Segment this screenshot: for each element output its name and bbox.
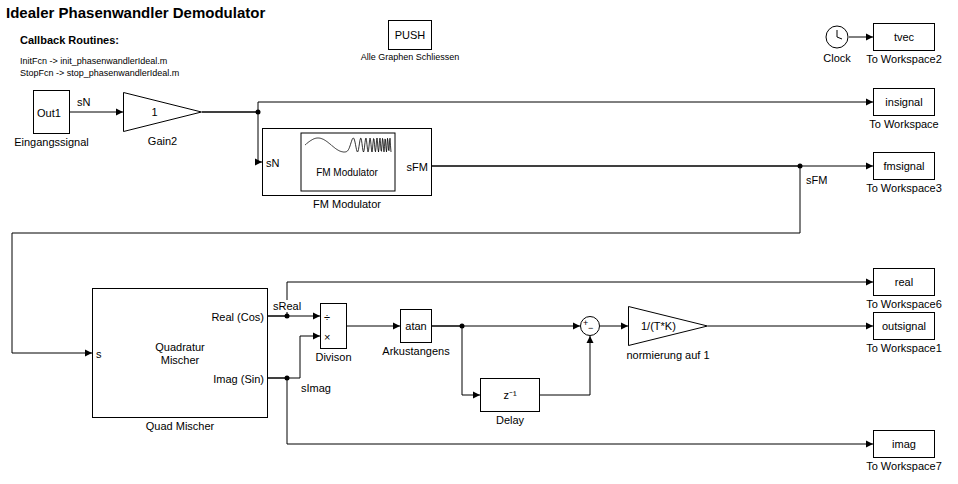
block-name: Clock xyxy=(823,52,851,65)
to-workspace-block: insignalTo Workspace xyxy=(873,88,935,116)
to-workspace-block: fmsignalTo Workspace3 xyxy=(873,152,935,180)
signal-name: sImag xyxy=(300,382,332,394)
block-name: Alle Graphen Schliessen xyxy=(361,52,460,62)
block-text: insignal xyxy=(885,96,922,109)
block-name: Eingangssignal xyxy=(14,136,89,149)
callback-note: InitFcn -> init_phasenwandlerIdeal.m xyxy=(20,56,167,66)
signal-line xyxy=(432,326,480,395)
block-name: To Workspace6 xyxy=(866,298,942,311)
to-workspace-block: imagTo Workspace7 xyxy=(873,430,935,458)
block-text: fmsignal xyxy=(884,160,925,173)
clock-block: Clock xyxy=(825,25,849,49)
block-name: To Workspace7 xyxy=(866,460,942,473)
block-text: z⁻¹ xyxy=(503,389,516,402)
block-text: 1 xyxy=(152,106,158,119)
block-text: + xyxy=(583,319,588,328)
block-name: Quad Mischer xyxy=(146,420,214,433)
block-text: outsignal xyxy=(882,320,926,333)
fm-modulator-block: sNFM ModulatorsFMFM Modulator xyxy=(262,128,432,196)
port-label: sFM xyxy=(407,161,428,174)
quadrature-mixer-block: sQuadratur MischerReal (Cos)Imag (Sin)Qu… xyxy=(92,288,268,418)
port-label: Real (Cos) xyxy=(211,311,264,324)
signal-name: sN xyxy=(76,96,91,108)
block-name: To Workspace2 xyxy=(866,53,942,66)
signal-line xyxy=(268,378,873,444)
block-text: imag xyxy=(892,438,916,451)
block-text: 1/(T*K) xyxy=(641,320,676,333)
sum-block: +− xyxy=(580,316,600,336)
diagram-title: Idealer Phasenwandler Demodulator xyxy=(6,4,265,21)
to-workspace-block: tvecTo Workspace2 xyxy=(873,23,935,51)
clock-block-outline xyxy=(825,25,849,49)
signal-line xyxy=(849,37,873,38)
block-text: FM Modulator xyxy=(304,167,390,179)
port-label: × xyxy=(324,331,330,344)
signal-line xyxy=(540,336,590,395)
signal-line xyxy=(347,326,400,327)
atan-block: atanArkustangens xyxy=(400,309,432,343)
gain-block: 1/(T*K)normierung auf 1 xyxy=(628,306,708,346)
gain-block: 1Gain2 xyxy=(123,92,202,132)
block-name: To Workspace3 xyxy=(866,182,942,195)
signal-name: sFM xyxy=(805,174,828,186)
port-label: Imag (Sin) xyxy=(213,373,264,386)
signal-line xyxy=(268,336,320,378)
to-workspace-block: outsignalTo Workspace1 xyxy=(873,312,935,340)
port-label: ÷ xyxy=(324,311,330,324)
block-name: To Workspace xyxy=(869,118,939,131)
block-name: Gain2 xyxy=(148,135,177,148)
signal-line xyxy=(202,102,873,112)
block-text: tvec xyxy=(894,31,914,44)
block-text: − xyxy=(588,324,593,333)
block-name: Arkustangens xyxy=(382,345,449,358)
section-heading: Callback Routines: xyxy=(20,34,119,46)
block-name: FM Modulator xyxy=(313,198,381,211)
signal-line xyxy=(268,282,873,316)
signal-name: sReal xyxy=(272,300,302,312)
block-name: Divison xyxy=(315,351,351,364)
block-text: atan xyxy=(405,320,426,333)
block-name: Delay xyxy=(496,414,524,427)
port-label: sN xyxy=(266,157,279,170)
signal-line xyxy=(202,112,262,162)
signal-line xyxy=(708,326,873,327)
port-label: Out1 xyxy=(37,107,61,120)
callback-note: StopFcn -> stop_phasenwandlerIdeal.m xyxy=(20,68,179,78)
signal-line xyxy=(600,326,628,327)
inport-block: Out1Eingangssignal xyxy=(33,90,70,134)
block-name: normierung auf 1 xyxy=(626,349,709,362)
gain-block-outline xyxy=(123,92,202,132)
block-text: PUSH xyxy=(395,29,426,42)
to-workspace-block: realTo Workspace6 xyxy=(873,268,935,296)
port-label: s xyxy=(96,348,102,361)
block-text: Quadratur Mischer xyxy=(136,341,224,366)
block-text: real xyxy=(895,276,913,289)
delay-block: z⁻¹Delay xyxy=(480,378,540,412)
push-button: PUSHAlle Graphen Schliessen xyxy=(388,20,432,50)
division-block: ÷×Divison xyxy=(320,303,347,349)
block-name: To Workspace1 xyxy=(866,342,942,355)
signal-line xyxy=(70,112,123,113)
